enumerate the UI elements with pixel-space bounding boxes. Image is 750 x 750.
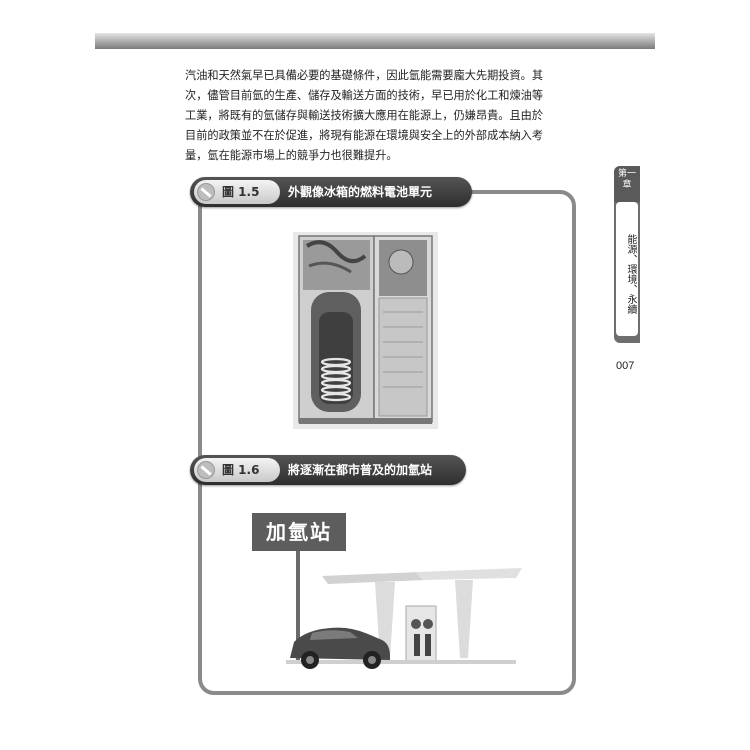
figure-badge: 圖 1.5 <box>194 180 280 204</box>
figure-title: 將逐漸在都市普及的加氫站 <box>288 463 433 477</box>
paragraph-line: 汽油和天然氣早已具備必要的基礎條件，因此氫能需要龐大先期投資。其 <box>185 69 544 82</box>
paragraph-line: 目前的政策並不在於促進，將現有能源在環境與安全上的外部成本納入考 <box>185 129 544 142</box>
figure-caption-1-5: 圖 1.5 外觀像冰箱的燃料電池單元 <box>190 177 472 207</box>
hydrogen-station-sign: 加氫站 <box>252 513 346 551</box>
paragraph-line: 次，儘管目前氫的生產、儲存及輸送方面的技術，早已用於化工和煉油等 <box>185 89 544 102</box>
figure-caption-1-6: 圖 1.6 將逐漸在都市普及的加氫站 <box>190 455 466 485</box>
no-entry-icon <box>197 183 215 201</box>
figure-label: 圖 1.5 <box>222 185 260 199</box>
figure-title: 外觀像冰箱的燃料電池單元 <box>288 185 433 199</box>
paragraph-line: 工業，將既有的氫儲存與輸送技術擴大應用在能源上，仍嫌昂貴。且由於 <box>185 109 544 122</box>
chapter-number: 第一章 <box>614 166 640 202</box>
fuel-cell-unit-image <box>293 232 438 429</box>
body-paragraph: 汽油和天然氣早已具備必要的基礎條件，因此氫能需要龐大先期投資。其 次，儘管目前氫… <box>185 66 593 166</box>
paragraph-line: 量，氫在能源市場上的競爭力也很難提升。 <box>185 149 398 162</box>
chapter-tab: 第一章 能源、環境、永續 <box>614 166 640 343</box>
figure-badge: 圖 1.6 <box>194 458 280 482</box>
no-entry-icon <box>197 461 215 479</box>
hydrogen-station-illustration <box>286 550 522 669</box>
top-rule <box>95 33 655 49</box>
page-number: 007 <box>616 360 635 372</box>
chapter-title: 能源、環境、永續 <box>616 202 638 336</box>
figure-label: 圖 1.6 <box>222 463 260 477</box>
